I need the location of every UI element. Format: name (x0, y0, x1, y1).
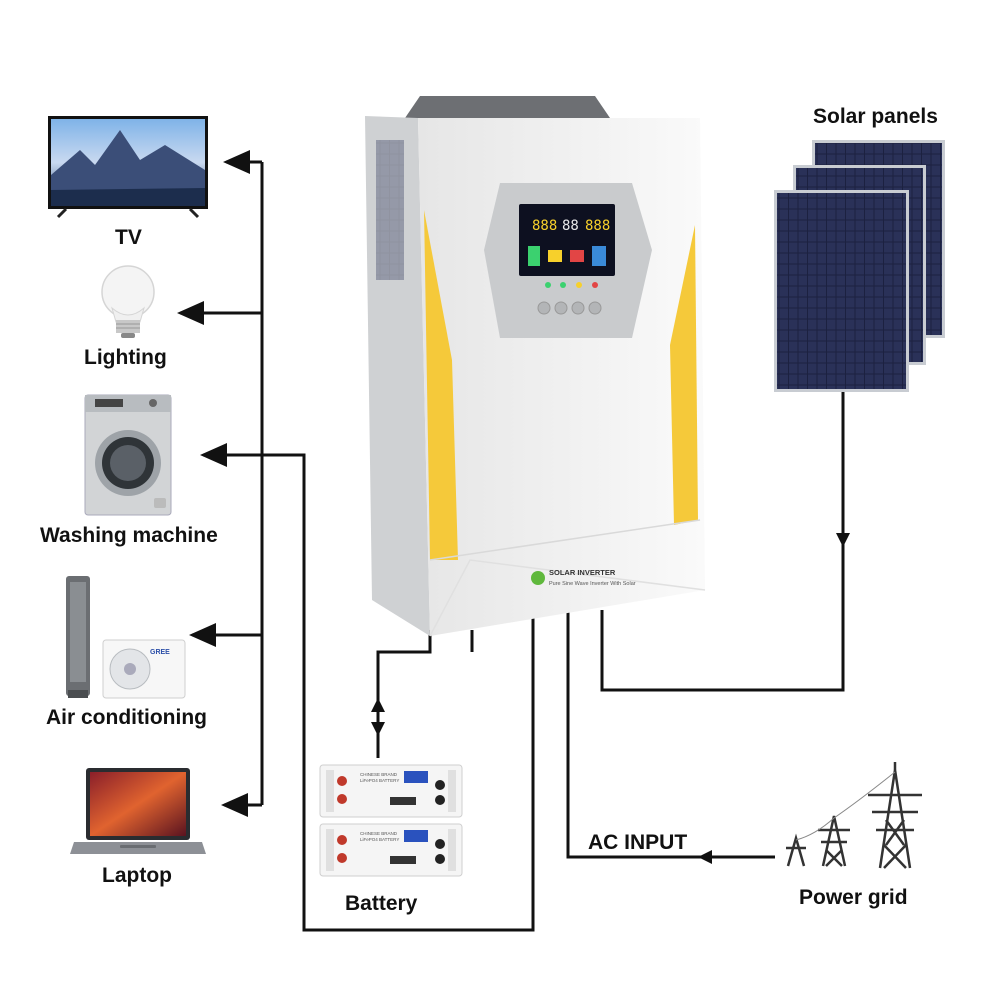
battery-bottom-label-1: CHINESE BRAND (360, 831, 398, 836)
power-grid-label: Power grid (799, 886, 908, 909)
air-conditioning-illustration: GREE (66, 576, 186, 699)
laptop-illustration (70, 768, 206, 854)
laptop-label: Laptop (102, 864, 172, 887)
battery-bottom-display (404, 830, 428, 842)
display-readout-left: 888 (532, 218, 557, 234)
inverter-unit: 888 88 888 SOLAR INVERTER Pure Sine Wave… (365, 96, 706, 637)
air-conditioning-label: Air conditioning (46, 706, 207, 729)
solar-down-arrow (836, 533, 850, 547)
washing-machine-feed-wire (200, 443, 535, 932)
tv-label: TV (115, 226, 142, 249)
solar-panels-label: Solar panels (813, 105, 938, 128)
battery-down-arrow (371, 722, 385, 736)
display-readout-center: 88 (562, 218, 579, 234)
battery-top-display (404, 771, 428, 783)
battery-bottom-label-2: LiFePO4 BATTERY (360, 837, 399, 842)
status-led-red (592, 282, 598, 288)
control-button-1[interactable] (537, 301, 551, 315)
battery-top-label-1: CHINESE BRAND (360, 772, 398, 777)
solar-feed-wire (600, 392, 845, 692)
ac-input-label: AC INPUT (588, 831, 688, 854)
display-battery-icon (548, 250, 562, 262)
inverter-vent (376, 140, 404, 280)
light-bulb-illustration (101, 265, 155, 338)
control-button-4[interactable] (588, 301, 602, 315)
battery-module-bottom: CHINESE BRAND LiFePO4 BATTERY (319, 823, 463, 877)
battery-link-wire (376, 630, 432, 758)
power-lines (795, 771, 896, 841)
battery-label: Battery (345, 892, 418, 915)
ac-unit-brand: GREE (150, 649, 170, 656)
display-load-icon (570, 250, 584, 262)
display-solar-icon (528, 246, 540, 266)
inverter-brand-subtitle: Pure Sine Wave Inverter With Solar (549, 581, 636, 587)
tv-illustration (48, 116, 208, 219)
display-grid-icon (592, 246, 606, 266)
battery-illustration: CHINESE BRAND LiFePO4 BATTERY CHINESE BR… (319, 764, 463, 877)
battery-top-label-2: LiFePO4 BATTERY (360, 778, 399, 783)
washing-machine-illustration (84, 394, 172, 516)
control-button-2[interactable] (554, 301, 568, 315)
lighting-label: Lighting (84, 346, 167, 369)
control-button-3[interactable] (571, 301, 585, 315)
grid-feed-wire (566, 610, 775, 859)
leaf-logo-icon (531, 571, 545, 585)
power-grid-illustration (786, 762, 922, 869)
tower-large (868, 762, 922, 869)
status-led-green-2 (560, 282, 566, 288)
status-led-green (545, 282, 551, 288)
status-led-yellow (576, 282, 582, 288)
wire-arrows (371, 533, 850, 864)
battery-up-arrow (371, 698, 385, 712)
solar-panels-illustration (774, 140, 945, 392)
battery-module-top: CHINESE BRAND LiFePO4 BATTERY (319, 764, 463, 818)
wiring (177, 150, 845, 932)
tower-medium (818, 815, 850, 867)
inverter-brand-title: SOLAR INVERTER (549, 568, 616, 577)
display-readout-right: 888 (585, 218, 610, 234)
tower-small (786, 833, 806, 867)
washing-machine-label: Washing machine (40, 524, 218, 547)
grid-left-arrow (698, 850, 712, 864)
